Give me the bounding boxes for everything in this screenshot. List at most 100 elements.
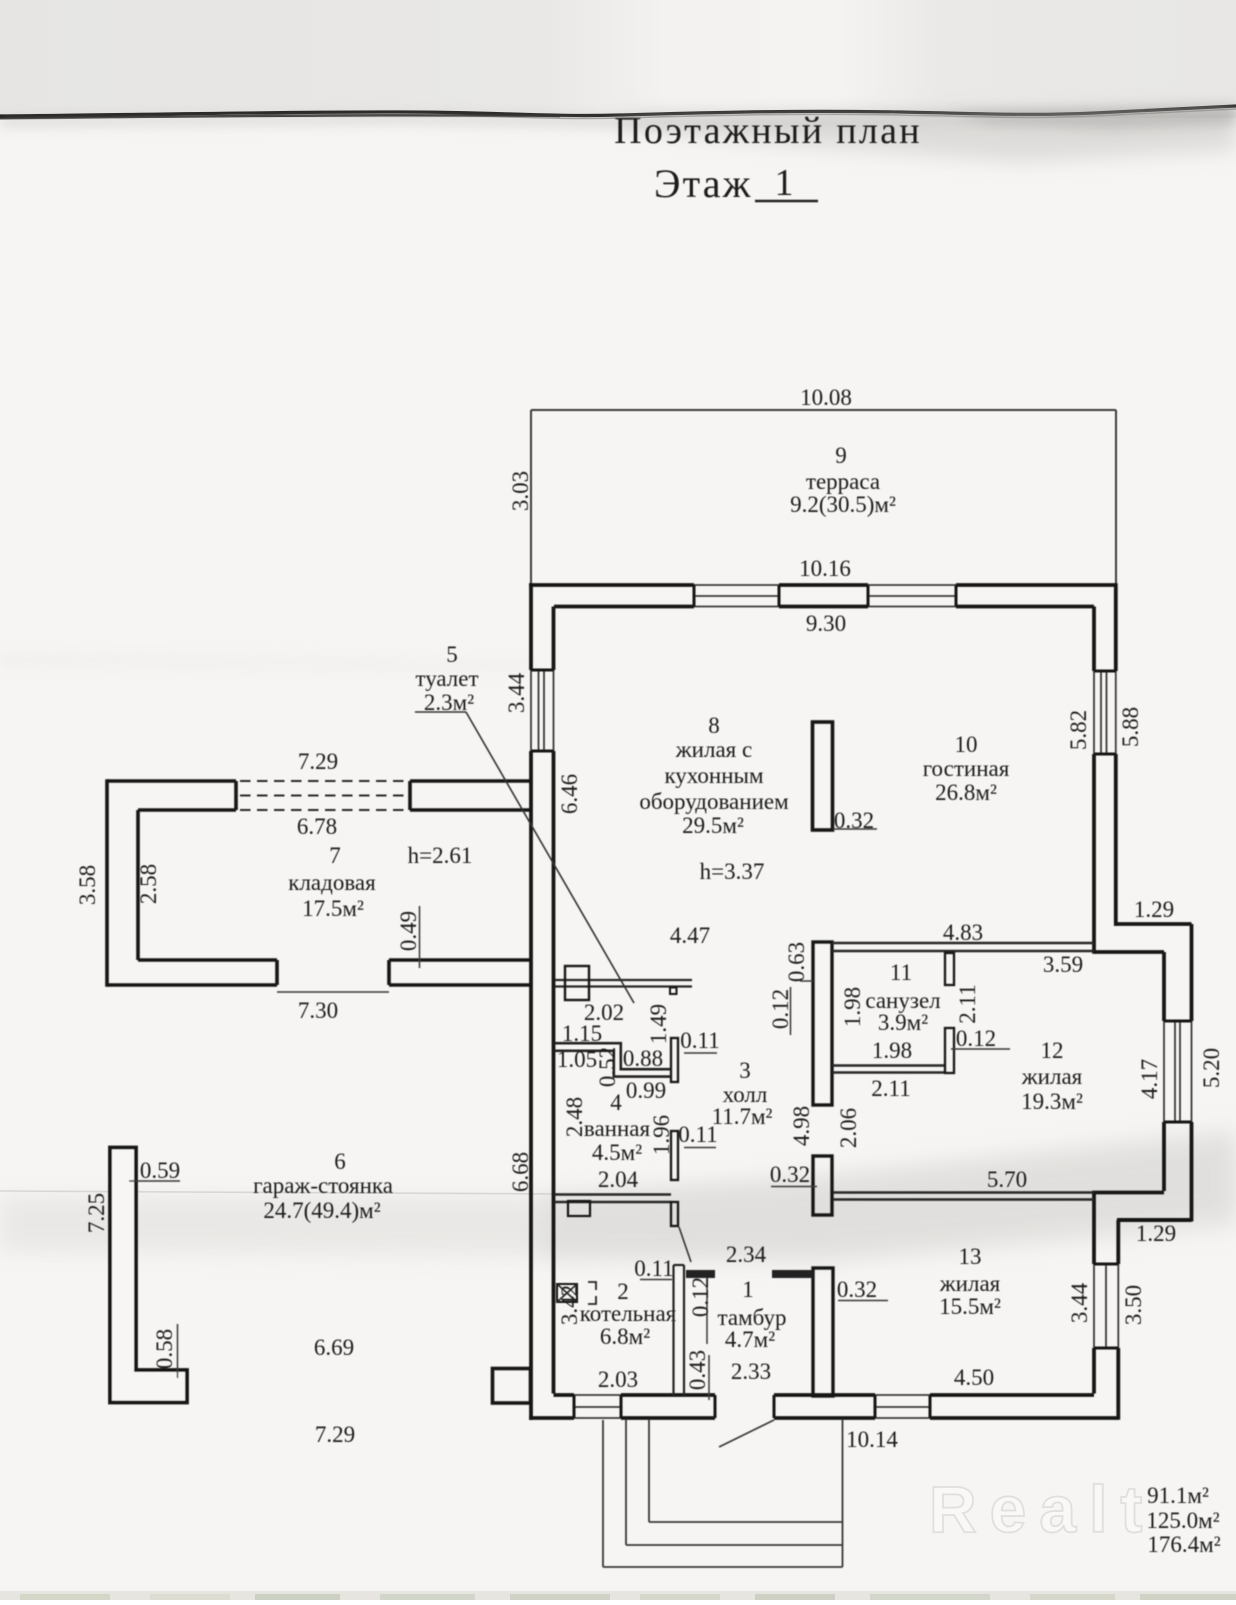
svg-text:3.44: 3.44: [1067, 1282, 1092, 1323]
svg-text:h=3.37: h=3.37: [700, 859, 765, 884]
svg-text:4.50: 4.50: [954, 1365, 994, 1390]
svg-text:10.14: 10.14: [846, 1427, 898, 1452]
svg-text:4.83: 4.83: [943, 920, 983, 945]
svg-text:6.69: 6.69: [314, 1335, 354, 1360]
svg-text:3.9м²: 3.9м²: [878, 1010, 928, 1035]
svg-text:4.17: 4.17: [1137, 1059, 1162, 1099]
svg-text:6.68: 6.68: [508, 1152, 533, 1192]
svg-text:2.58: 2.58: [136, 864, 161, 904]
svg-text:7.29: 7.29: [298, 749, 338, 774]
svg-text:5.20: 5.20: [1199, 1048, 1224, 1088]
svg-text:0.32: 0.32: [770, 1162, 810, 1187]
svg-text:холл: холл: [723, 1082, 768, 1107]
svg-text:2: 2: [617, 1279, 629, 1304]
svg-text:оборудованием: оборудованием: [639, 789, 789, 814]
svg-text:0.12: 0.12: [688, 1277, 713, 1317]
svg-text:12: 12: [1041, 1038, 1064, 1063]
svg-text:1.98: 1.98: [872, 1038, 912, 1063]
svg-text:3: 3: [739, 1058, 751, 1083]
svg-text:0.11: 0.11: [678, 1122, 717, 1147]
svg-text:1.15: 1.15: [562, 1021, 602, 1046]
svg-text:7.30: 7.30: [298, 998, 338, 1023]
svg-text:3.50: 3.50: [1121, 1285, 1146, 1325]
svg-text:9.30: 9.30: [806, 611, 846, 636]
svg-text:1.96: 1.96: [649, 1115, 674, 1155]
svg-text:0.63: 0.63: [784, 942, 809, 982]
svg-text:1.05: 1.05: [557, 1047, 597, 1072]
svg-text:3.42: 3.42: [557, 1285, 582, 1325]
svg-text:гараж-стоянка: гараж-стоянка: [253, 1173, 393, 1198]
svg-text:5.82: 5.82: [1066, 710, 1091, 750]
svg-text:6: 6: [334, 1149, 346, 1174]
svg-text:26.8м²: 26.8м²: [935, 780, 997, 805]
svg-text:туалет: туалет: [415, 666, 478, 691]
svg-text:9: 9: [835, 443, 847, 468]
svg-text:13: 13: [959, 1244, 982, 1269]
svg-text:0.12: 0.12: [768, 989, 793, 1029]
svg-text:5.70: 5.70: [987, 1167, 1027, 1192]
svg-text:терраса: терраса: [806, 469, 880, 494]
svg-text:4: 4: [610, 1090, 622, 1115]
svg-text:0.59: 0.59: [140, 1158, 180, 1183]
svg-text:0.11: 0.11: [634, 1256, 673, 1281]
svg-text:1.49: 1.49: [646, 1004, 671, 1044]
svg-text:19.3м²: 19.3м²: [1021, 1089, 1083, 1114]
svg-text:29.5м²: 29.5м²: [682, 813, 744, 838]
svg-text:10.08: 10.08: [800, 385, 852, 410]
svg-text:10: 10: [955, 732, 978, 757]
svg-text:Поэтажный план: Поэтажный план: [614, 110, 922, 152]
svg-text:3.58: 3.58: [75, 865, 100, 905]
svg-text:2.03: 2.03: [598, 1367, 638, 1392]
svg-text:h=2.61: h=2.61: [408, 843, 473, 868]
svg-text:2.11: 2.11: [871, 1076, 910, 1101]
svg-text:0.11: 0.11: [680, 1028, 719, 1053]
svg-text:7.25: 7.25: [84, 1193, 109, 1233]
svg-text:кладовая: кладовая: [288, 870, 376, 895]
svg-text:Realt: Realt: [929, 1472, 1155, 1546]
svg-text:10.16: 10.16: [799, 556, 851, 581]
svg-text:1: 1: [775, 162, 794, 204]
svg-text:1.29: 1.29: [1134, 897, 1174, 922]
svg-text:ванная: ванная: [584, 1116, 651, 1141]
svg-text:2.33: 2.33: [731, 1359, 771, 1384]
svg-text:гостиная: гостиная: [923, 756, 1010, 781]
svg-text:11.7м²: 11.7м²: [712, 1104, 773, 1129]
svg-text:6.46: 6.46: [557, 774, 582, 814]
svg-text:3.03: 3.03: [508, 471, 533, 511]
svg-text:11: 11: [890, 960, 912, 985]
svg-text:2.02: 2.02: [584, 1000, 624, 1025]
svg-text:жилая: жилая: [1021, 1064, 1083, 1089]
svg-text:9.2(30.5)м²: 9.2(30.5)м²: [790, 492, 896, 517]
svg-text:2.04: 2.04: [598, 1167, 639, 1192]
svg-text:91.1м²: 91.1м²: [1147, 1483, 1209, 1508]
svg-text:24.7(49.4)м²: 24.7(49.4)м²: [263, 1198, 380, 1223]
svg-text:4.5м²: 4.5м²: [592, 1140, 642, 1165]
svg-text:0.58: 0.58: [152, 1329, 177, 1369]
svg-text:7.29: 7.29: [315, 1422, 355, 1447]
svg-text:2.11: 2.11: [955, 984, 980, 1023]
svg-text:7: 7: [329, 843, 341, 868]
svg-text:2.3м²: 2.3м²: [424, 690, 474, 715]
svg-text:котельная: котельная: [580, 1301, 677, 1326]
svg-text:125.0м²: 125.0м²: [1146, 1508, 1219, 1533]
svg-text:кухонным: кухонным: [664, 763, 764, 788]
svg-text:1.29: 1.29: [1136, 1221, 1176, 1246]
svg-text:0.52: 0.52: [595, 1047, 620, 1087]
svg-text:0.49: 0.49: [396, 911, 421, 951]
svg-text:0.32: 0.32: [834, 808, 874, 833]
svg-text:2.34: 2.34: [726, 1242, 767, 1267]
svg-text:4.47: 4.47: [670, 923, 710, 948]
svg-text:0.12: 0.12: [956, 1026, 996, 1051]
svg-text:17.5м²: 17.5м²: [302, 896, 364, 921]
svg-text:0.99: 0.99: [626, 1078, 666, 1103]
svg-text:0.32: 0.32: [837, 1277, 877, 1302]
svg-text:жилая с: жилая с: [675, 737, 752, 762]
svg-text:4.7м²: 4.7м²: [725, 1327, 775, 1352]
svg-text:4.98: 4.98: [789, 1106, 814, 1146]
svg-text:0.43: 0.43: [685, 1350, 710, 1390]
svg-text:1.98: 1.98: [840, 987, 865, 1027]
svg-text:1: 1: [742, 1277, 754, 1302]
svg-text:Этаж: Этаж: [654, 161, 753, 206]
svg-text:3.59: 3.59: [1043, 952, 1083, 977]
svg-text:6.78: 6.78: [297, 814, 337, 839]
